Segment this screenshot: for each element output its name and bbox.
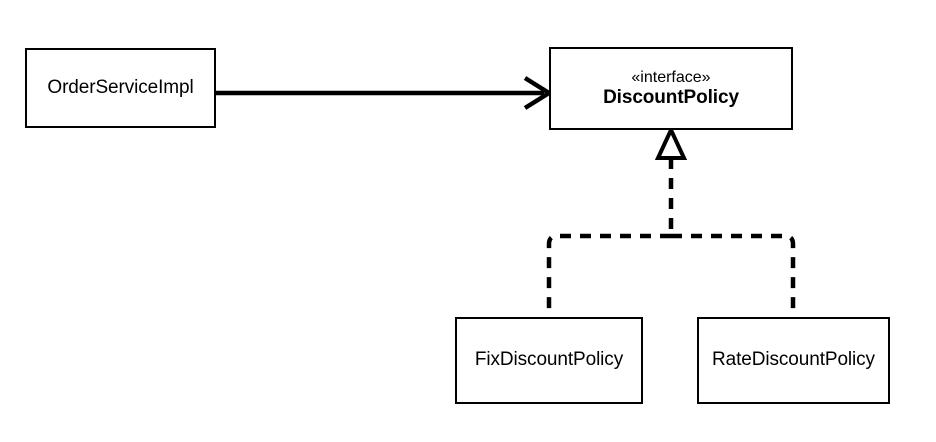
interface-stereotype-label: «interface»: [631, 68, 711, 86]
realization-branch-fixdiscountpolicy: [546, 233, 671, 317]
realization-arrowhead-group: [654, 125, 688, 160]
uml-class-ratediscountpolicy[interactable]: RateDiscountPolicy: [697, 317, 890, 404]
hollow-triangle-icon: [654, 125, 688, 160]
interface-name-label: DiscountPolicy: [603, 86, 739, 108]
class-name-label: RateDiscountPolicy: [712, 349, 875, 371]
class-name-label: FixDiscountPolicy: [474, 349, 624, 371]
association-edge-orderserviceimpl-to-discountpolicy[interactable]: [216, 76, 554, 110]
realization-branch-ratediscountpolicy: [671, 233, 796, 317]
realization-dashed-tree[interactable]: [546, 158, 796, 317]
uml-class-fixdiscountpolicy[interactable]: FixDiscountPolicy: [455, 317, 643, 404]
uml-class-orderserviceimpl[interactable]: OrderServiceImpl: [25, 48, 216, 128]
uml-interface-discountpolicy[interactable]: «interface» DiscountPolicy: [549, 47, 793, 130]
open-arrowhead-icon: [523, 76, 554, 110]
class-name-label: OrderServiceImpl: [47, 76, 194, 98]
